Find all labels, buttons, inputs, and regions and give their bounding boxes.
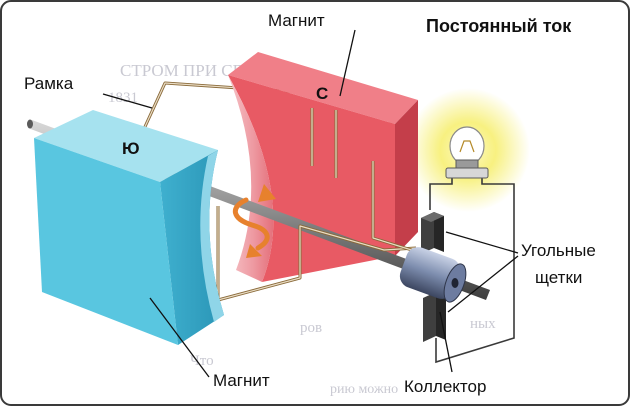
magnet-red: [228, 52, 418, 282]
label-brushes-line2: щетки: [535, 268, 582, 287]
label-magnet-top: Магнит: [268, 11, 325, 30]
label-collector: Коллектор: [404, 377, 486, 396]
label-brushes-line1: Угольные: [521, 241, 596, 260]
svg-text:Что: Что: [190, 353, 214, 369]
svg-text:ров: ров: [300, 320, 322, 336]
svg-text:рию можно: рию можно: [330, 382, 398, 397]
svg-text:ных: ных: [470, 316, 496, 332]
label-frame: Рамка: [24, 74, 74, 93]
label-magnet-bottom: Магнит: [213, 371, 270, 390]
pole-south-label: С: [316, 84, 328, 103]
collector: [399, 247, 467, 303]
diagram-title: Постоянный ток: [426, 16, 572, 36]
rotation-arrow-icon: [233, 184, 276, 258]
svg-text:1831: 1831: [108, 90, 138, 106]
frame-wire-front: [216, 161, 419, 302]
frame-wire-middle: [310, 108, 338, 178]
magnet-blue: [34, 110, 224, 345]
light-bulb-icon: [445, 126, 489, 179]
leader-lines: [102, 29, 519, 378]
pole-north-label: Ю: [122, 139, 140, 158]
